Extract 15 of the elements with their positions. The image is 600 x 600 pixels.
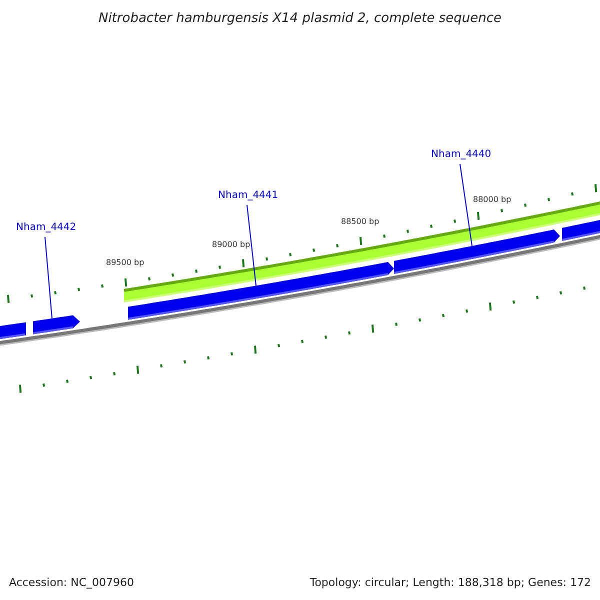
leader-line: [44, 236, 52, 319]
gene-label: Nham_4442: [16, 222, 76, 234]
accession-text: Accession: NC_007960: [9, 575, 134, 591]
leader-line: [460, 164, 472, 246]
leader-line: [246, 204, 256, 286]
gene-arrow: [394, 230, 560, 274]
gene-arrow: [32, 315, 80, 334]
gene-label: Nham_4441: [218, 190, 278, 202]
position-label: 89500 bp: [106, 258, 144, 268]
position-label: 88000 bp: [473, 195, 512, 205]
map-title: Nitrobacter hamburgensis X14 plasmid 2, complete sequence: [97, 10, 503, 28]
gene-label: Nham_4440: [431, 149, 492, 161]
position-label: 88500 bp: [341, 217, 380, 227]
summary-text: Topology: circular; Length: 188,318 bp; Genes: 172: [310, 575, 591, 591]
position-label: 89000 bp: [212, 240, 250, 250]
